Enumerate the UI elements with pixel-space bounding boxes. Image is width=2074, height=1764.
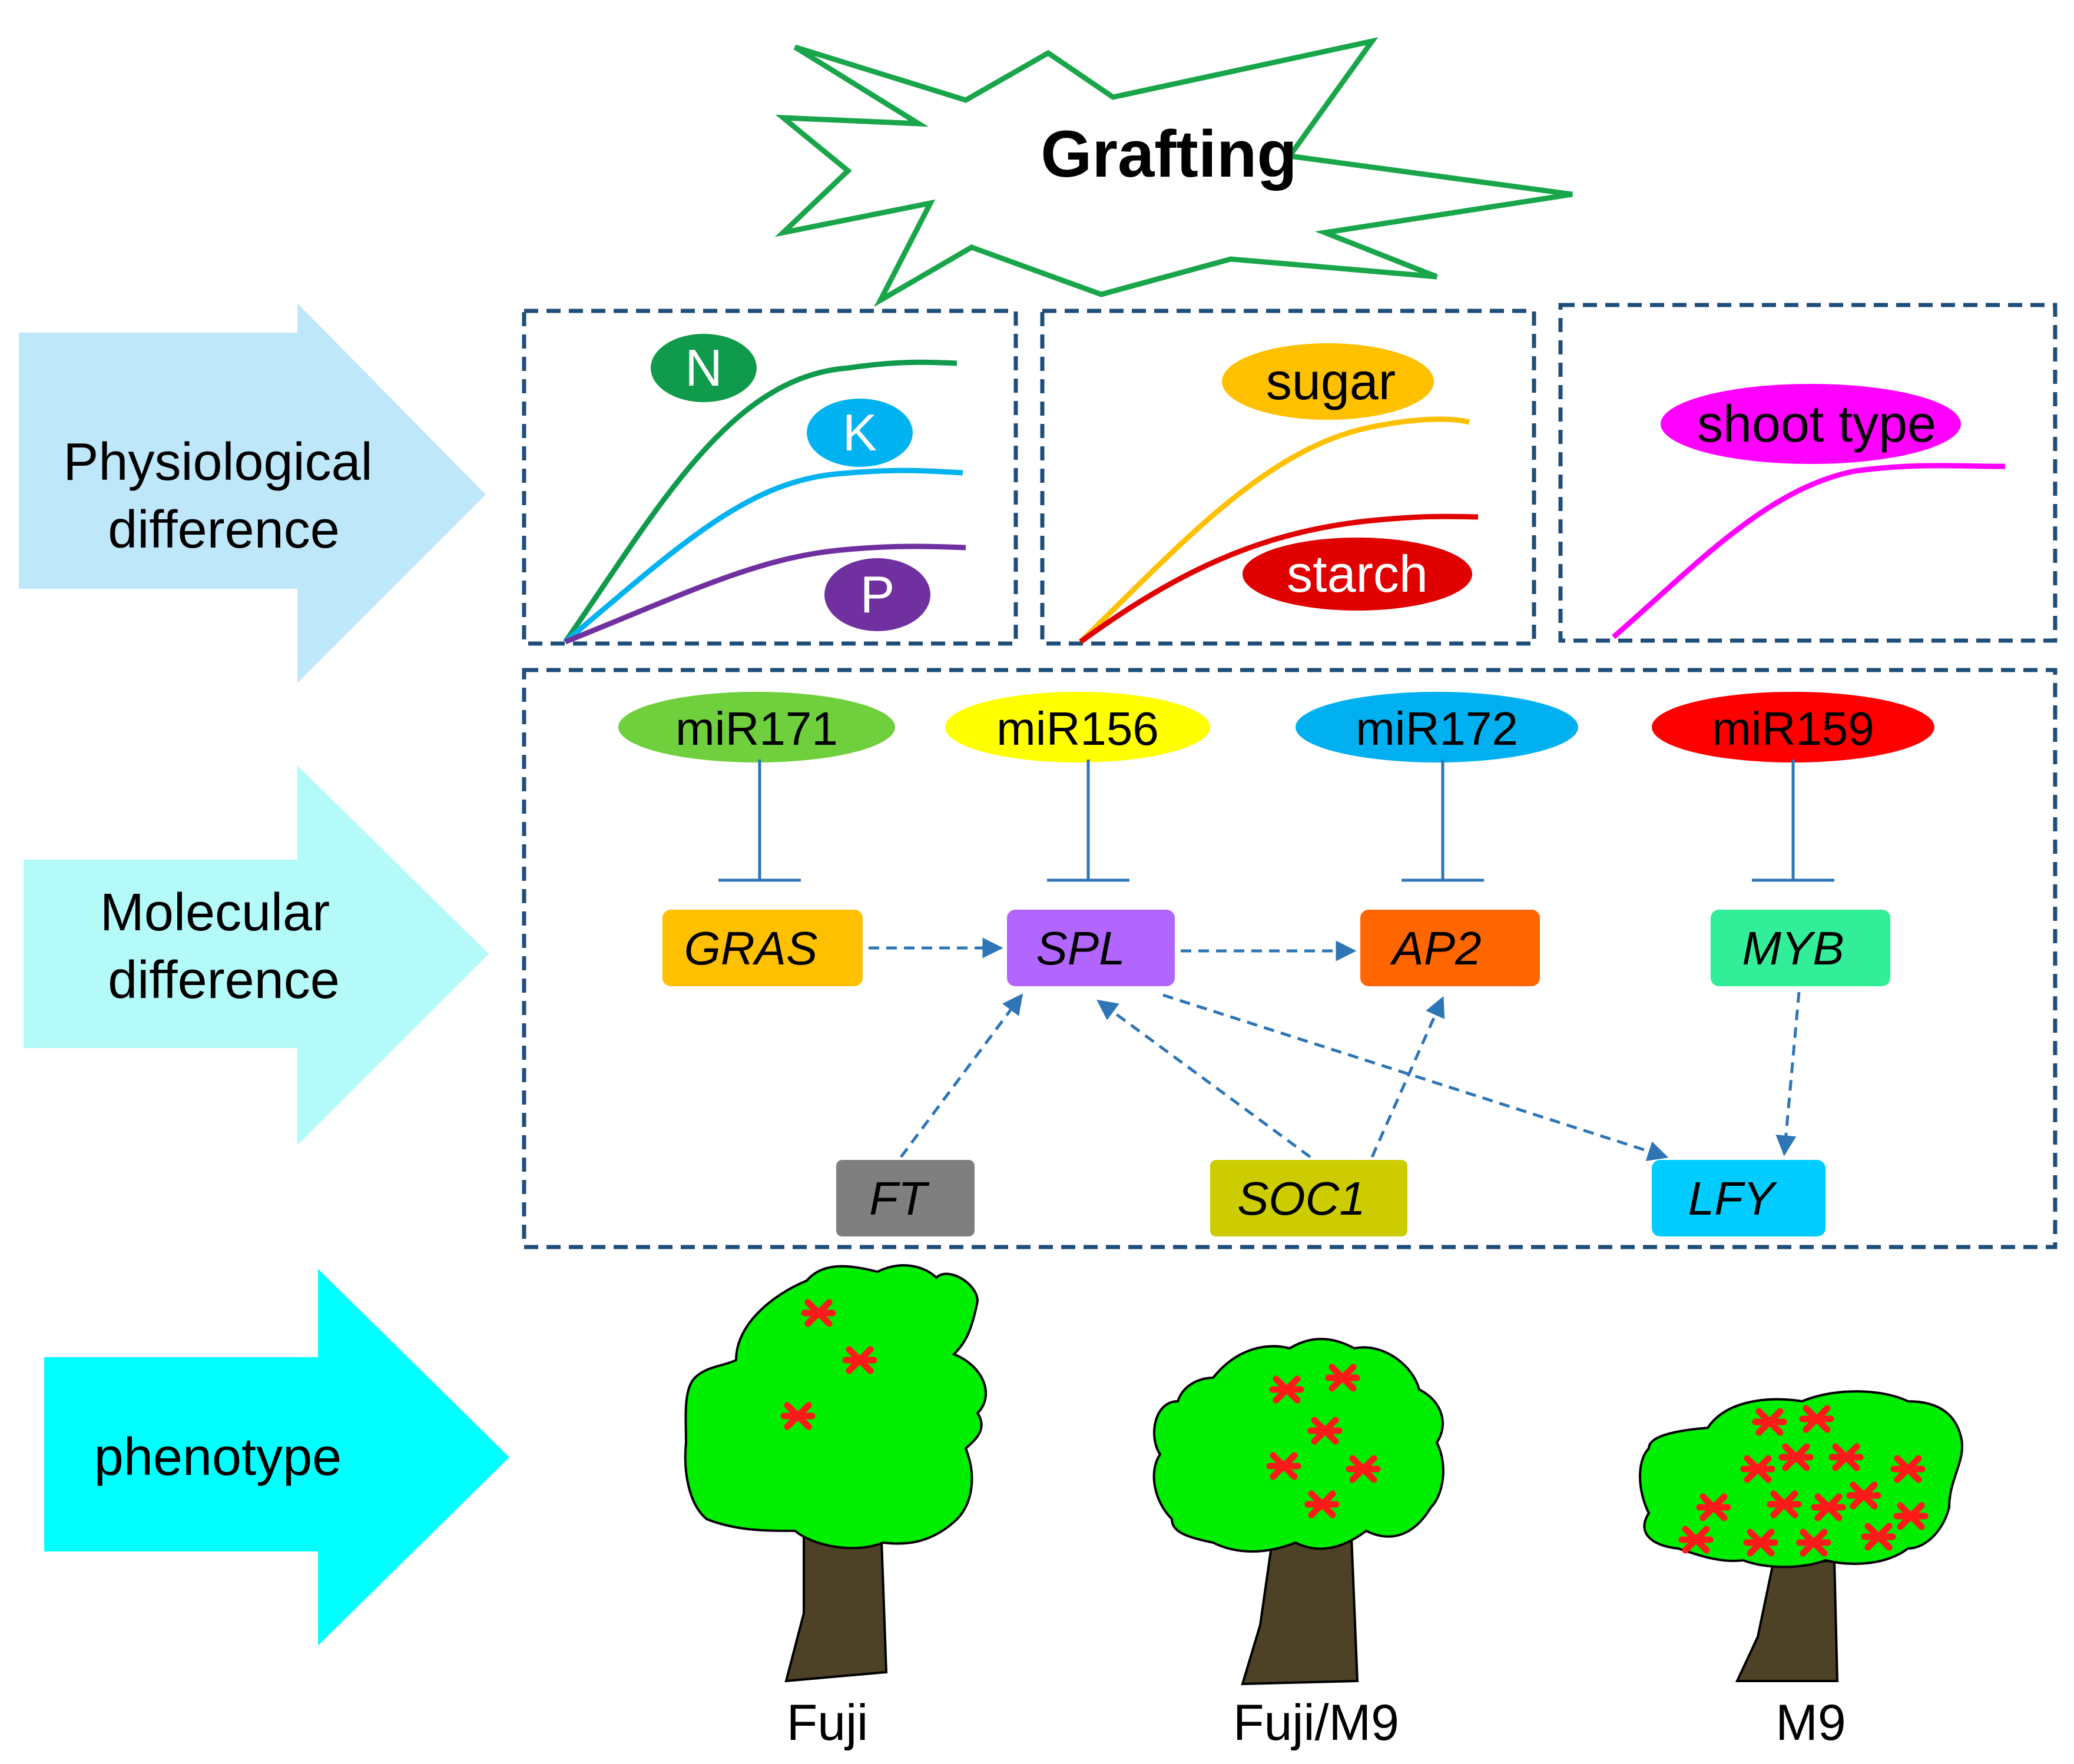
p-curve — [564, 543, 966, 645]
mir159-label: miR159 — [1712, 702, 1874, 755]
tree-fuji-m9-trunk — [1241, 1535, 1359, 1686]
carbohydrate-panel: sugar starch — [1040, 309, 1536, 646]
physiological-arrow-shape — [19, 303, 486, 683]
carbohydrate-panel-border — [1040, 309, 1536, 646]
soc1-to-spl-arrow — [1096, 999, 1311, 1159]
sugar-curve — [1078, 416, 1470, 644]
myb-to-lfy-arrow — [1775, 992, 1801, 1156]
starburst-shape — [774, 37, 1573, 307]
ap2-node — [1360, 910, 1540, 986]
soc1-node — [1210, 1160, 1407, 1236]
tree-fuji-m9 — [1152, 1338, 1444, 1686]
soc1-label: SOC1 — [1237, 1172, 1366, 1225]
grafting-title: Grafting — [1041, 117, 1297, 191]
physiological-label-line2: difference — [108, 500, 340, 559]
grafting-starburst: Grafting — [774, 37, 1573, 307]
tree-m9 — [1639, 1390, 1963, 1682]
shoot-badge — [1661, 384, 1961, 464]
molecular-label-line2: difference — [108, 951, 340, 1010]
tree-label-m9: M9 — [1775, 1695, 1846, 1751]
mir159-node — [1652, 692, 1934, 762]
molecular-panel-border — [522, 668, 2058, 1249]
shoot-panel: shoot type — [1558, 303, 2058, 643]
myb-node — [1711, 910, 1890, 986]
n-label: N — [685, 339, 723, 397]
k-curve — [564, 467, 963, 644]
starch-label: starch — [1287, 545, 1428, 603]
sugar-label: sugar — [1266, 352, 1396, 410]
mir172-node — [1296, 692, 1578, 762]
phenotype-label: phenotype — [94, 1428, 342, 1487]
n-curve — [563, 359, 958, 644]
molecular-arrow: Molecular difference — [24, 765, 489, 1145]
tree-fuji — [684, 1264, 988, 1683]
mir172-label: miR172 — [1356, 702, 1518, 755]
spl-node — [1007, 910, 1175, 986]
molecular-arrow-shape — [24, 765, 489, 1145]
starch-curve — [1079, 513, 1479, 644]
starch-badge — [1243, 538, 1472, 611]
physiological-label-line1: Physiological — [63, 433, 372, 492]
ft-node — [836, 1160, 975, 1236]
p-label: P — [860, 565, 895, 624]
molecular-panel: miR171 miR156 miR172 miR159 GRAS SPL AP2… — [522, 668, 2058, 1249]
myb-label: MYB — [1742, 922, 1844, 974]
phenotype-arrow-shape — [44, 1269, 509, 1646]
ft-label: FT — [869, 1172, 930, 1225]
mir171-node — [618, 692, 895, 762]
mir156-label: miR156 — [996, 702, 1159, 755]
p-badge — [824, 558, 930, 631]
shoot-panel-border — [1558, 303, 2058, 643]
tree-label-fuji-m9: Fuji/M9 — [1233, 1695, 1399, 1751]
k-label: K — [843, 403, 877, 462]
tree-m9-foliage — [1639, 1390, 1963, 1569]
activation-arrows — [869, 937, 1801, 1162]
physiological-arrow: Physiological difference — [19, 303, 486, 683]
tree-m9-trunk — [1735, 1559, 1839, 1682]
mir171-label: miR171 — [675, 702, 838, 755]
tree-label-fuji: Fuji — [787, 1695, 869, 1751]
gras-label: GRAS — [684, 922, 818, 974]
spl-to-lfy-arrow — [1162, 993, 1669, 1162]
phenotype-arrow: phenotype — [44, 1269, 509, 1646]
molecular-label-line1: Molecular — [100, 883, 330, 942]
n-badge — [651, 334, 757, 402]
tree-fuji-foliage — [684, 1264, 988, 1550]
mir156-node — [945, 692, 1210, 762]
nutrient-panel-border — [522, 309, 1018, 646]
shoot-label: shoot type — [1697, 394, 1936, 453]
ap2-label: AP2 — [1390, 922, 1481, 974]
ft-to-spl-arrow — [899, 993, 1023, 1158]
sugar-badge — [1222, 343, 1434, 420]
spl-label: SPL — [1036, 922, 1125, 974]
gras-node — [662, 910, 863, 986]
k-badge — [807, 399, 913, 467]
lfy-label: LFY — [1688, 1172, 1778, 1225]
lfy-node — [1652, 1160, 1825, 1236]
nutrient-panel: N K P — [522, 309, 1018, 646]
tree-fuji-m9-foliage — [1152, 1338, 1444, 1553]
shoot-curve — [1612, 463, 2006, 639]
inhibition-lines — [718, 760, 1834, 882]
soc1-to-ap2-arrow — [1370, 996, 1445, 1158]
